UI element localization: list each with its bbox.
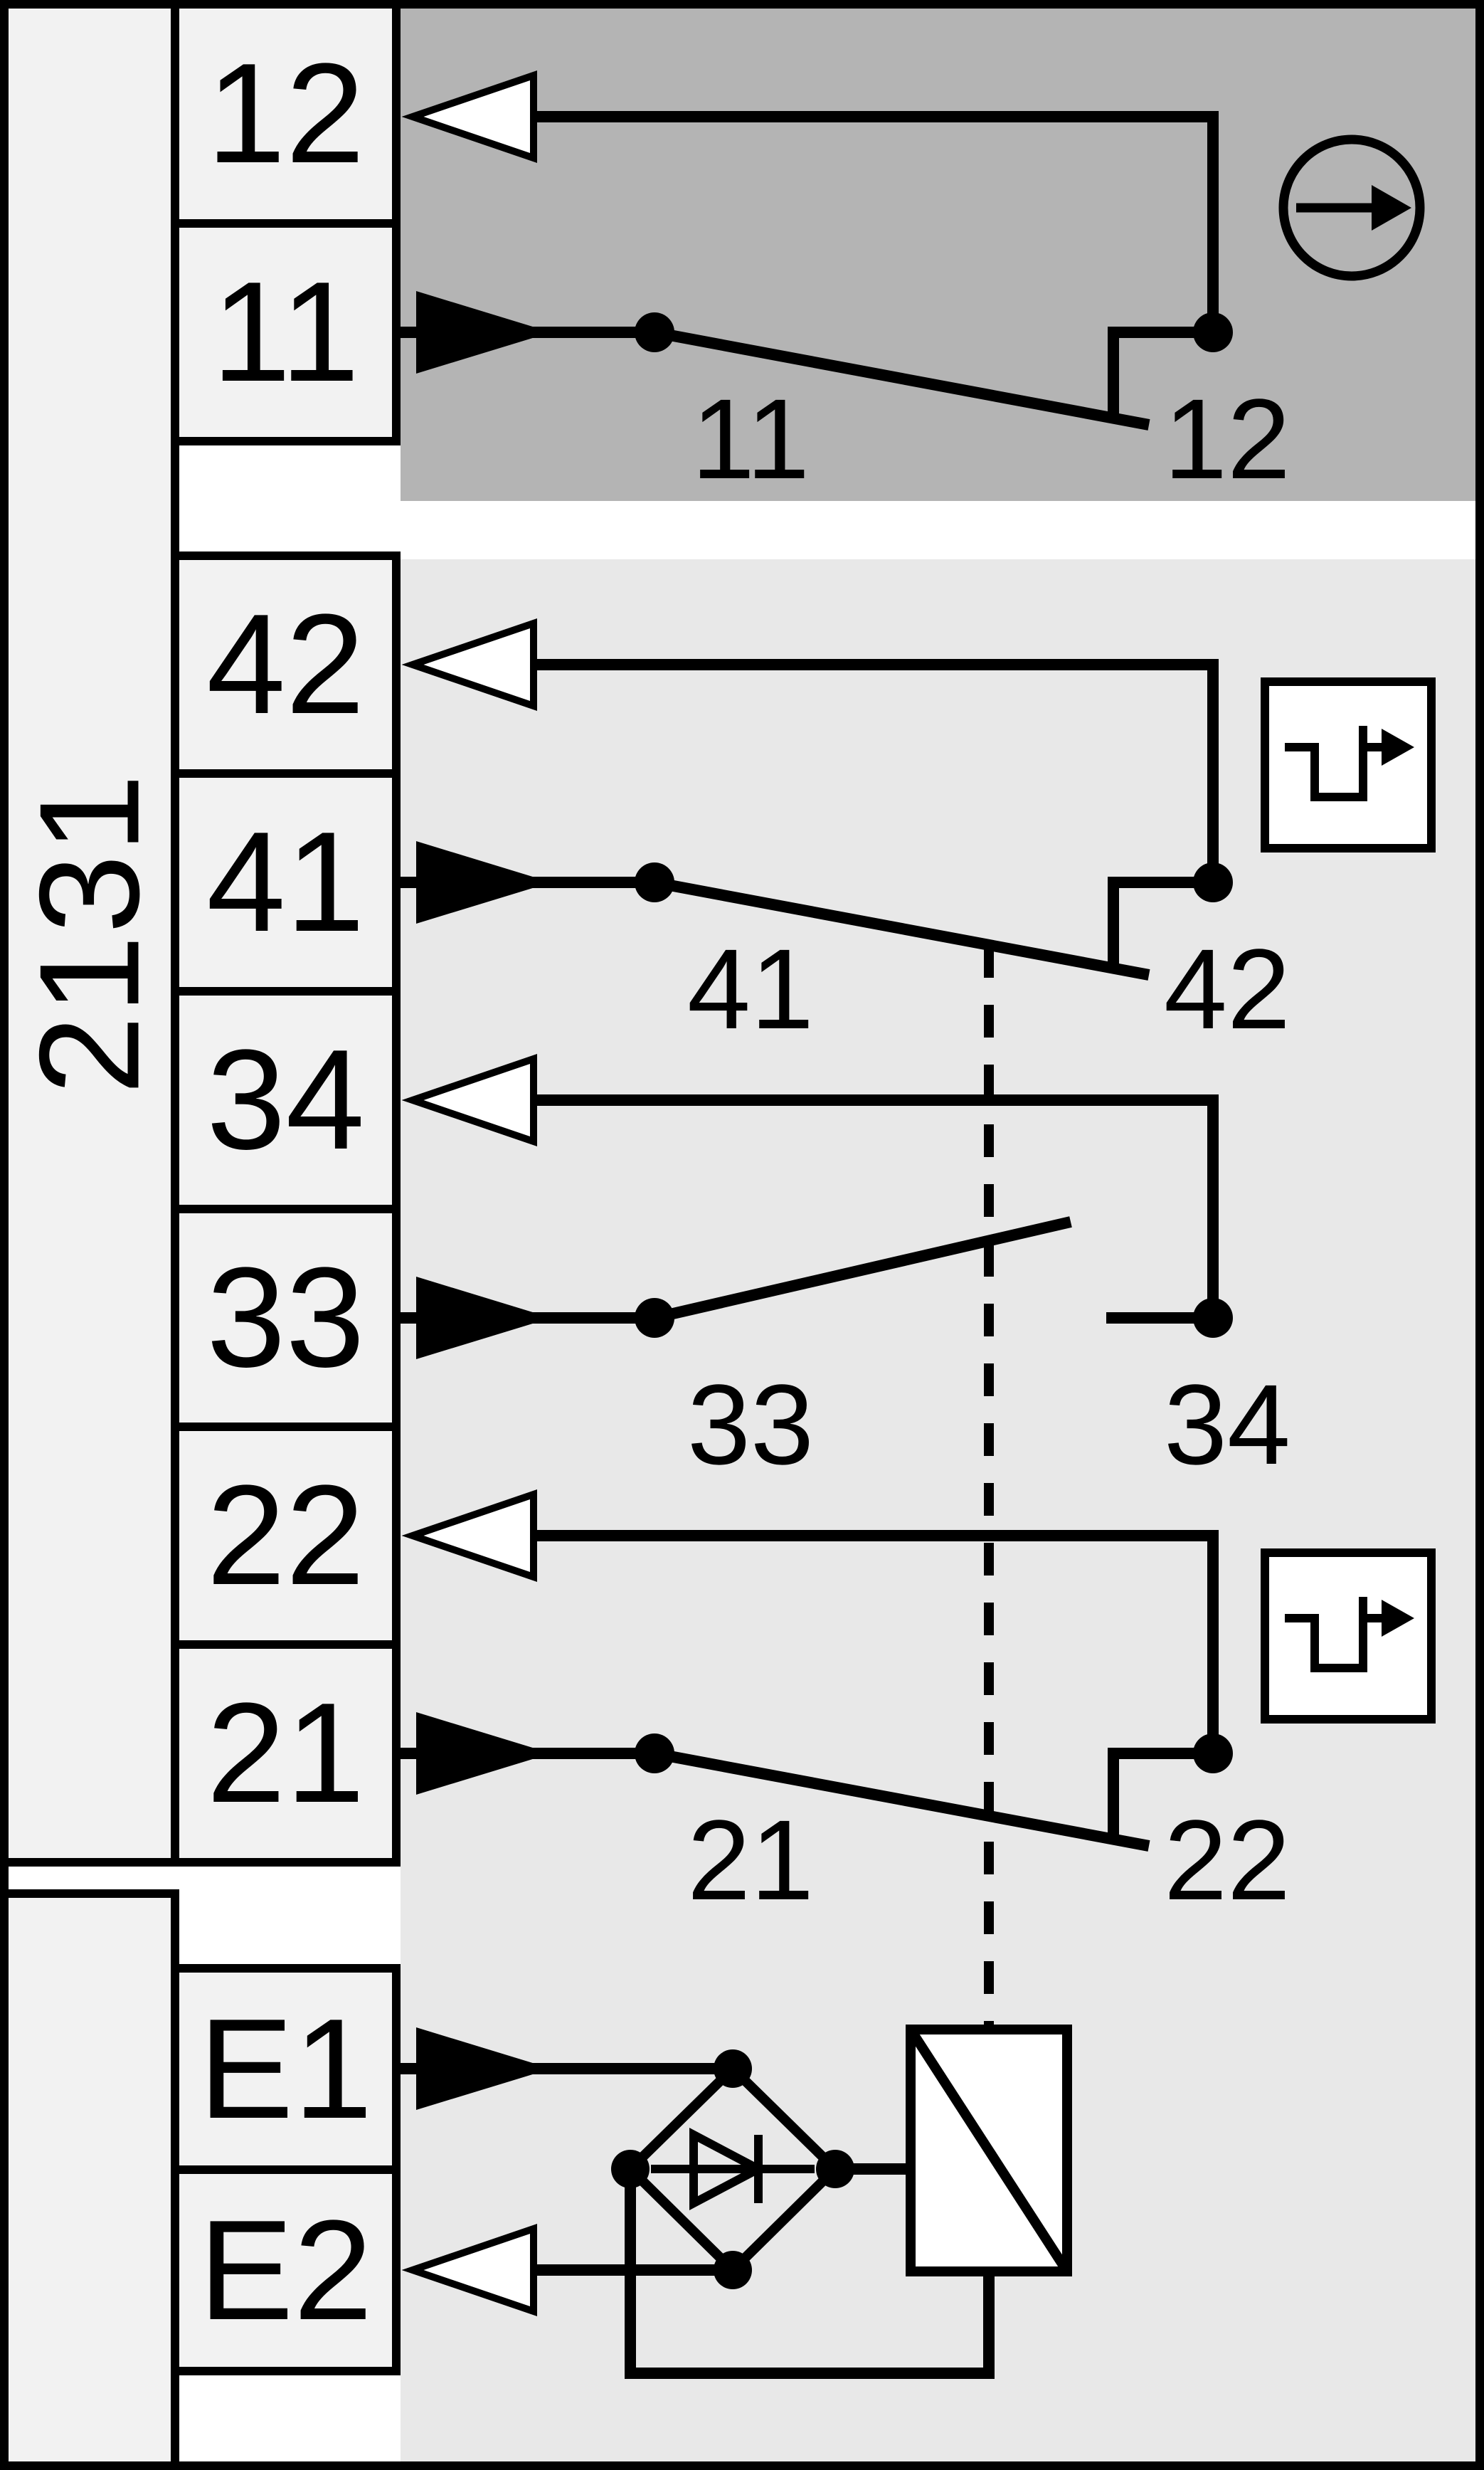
- output-arrow-icon: [401, 1489, 537, 1582]
- symbol-box: [1261, 677, 1436, 853]
- wire-42: [534, 659, 1219, 882]
- contact-41-42: 41 42: [401, 618, 1290, 1052]
- contact-point-label: 22: [1164, 1796, 1290, 1923]
- symbol-box: [1261, 1548, 1436, 1724]
- return-loop-wire: [625, 2169, 995, 2379]
- output-arrow-icon: [401, 2224, 537, 2316]
- input-arrow-icon: [416, 1277, 551, 1359]
- input-arrow-icon: [416, 841, 551, 924]
- fixed-contact-hook: [1108, 327, 1213, 421]
- contact-point-label: 33: [687, 1361, 814, 1488]
- arrow-head: [1382, 1600, 1414, 1637]
- terminal-42: 42: [171, 551, 401, 778]
- contact-dot: [1193, 312, 1233, 352]
- pulse-square-icon: [1261, 1548, 1436, 1724]
- pulse-trace: [1285, 1597, 1367, 1672]
- terminal-e1: E1: [171, 1964, 401, 2174]
- terminal-label: 33: [206, 1238, 365, 1397]
- terminal-label: E2: [198, 2190, 373, 2350]
- contact-point-label: 12: [1164, 375, 1290, 502]
- arrow-head: [1372, 185, 1411, 231]
- supply-circuit: [401, 2025, 1072, 2379]
- pulse-square-icon: [1261, 677, 1436, 853]
- terminal-label: 11: [211, 253, 360, 411]
- terminal-22: 22: [171, 1423, 401, 1649]
- output-arrow-icon: [401, 1054, 537, 1146]
- terminal-41: 41: [171, 769, 401, 996]
- rectifier-bridge-icon: [611, 2049, 854, 2289]
- contact-point-label: 41: [687, 925, 814, 1052]
- node-dot: [714, 2049, 752, 2088]
- fixed-contact-hook: [1108, 1748, 1213, 1842]
- contact-11-12: 11 12: [401, 70, 1290, 502]
- terminal-label: 12: [206, 34, 365, 193]
- contact-point-label: 34: [1164, 1361, 1290, 1488]
- terminal-11: 11: [171, 219, 401, 445]
- device-housing-upper: 2131: [0, 0, 179, 1867]
- output-arrow-icon: [401, 618, 537, 711]
- terminal-21: 21: [171, 1640, 401, 1867]
- terminal-label: 42: [206, 585, 365, 744]
- terminal-12: 12: [171, 0, 401, 228]
- input-arrow-icon: [416, 1712, 551, 1795]
- device-housing-lower: [0, 1889, 179, 2470]
- contact-33-34: 33 34: [401, 1054, 1290, 1488]
- fixed-contact-hook: [1108, 877, 1213, 971]
- coil-diagonal: [906, 2027, 1071, 2274]
- contact-dot: [1193, 862, 1233, 902]
- input-arrow-icon: [416, 2027, 551, 2110]
- terminal-33: 33: [171, 1205, 401, 1431]
- contact-point-label: 21: [687, 1796, 814, 1923]
- contact-blade: [653, 327, 1150, 431]
- wire-34: [534, 1094, 1219, 1318]
- contact-dot: [1193, 1298, 1233, 1338]
- relay-coil-icon: [906, 2025, 1072, 2276]
- input-arrow-icon: [416, 291, 551, 374]
- device-type-label: 2131: [10, 772, 169, 1094]
- output-arrow-icon: [401, 70, 537, 163]
- circle-arrow-icon: [1278, 134, 1425, 281]
- terminal-label: 22: [206, 1456, 365, 1615]
- circle: [1278, 134, 1425, 281]
- contact-blade: [653, 1748, 1150, 1852]
- contact-dot: [1193, 1733, 1233, 1773]
- terminal-label: 21: [206, 1674, 365, 1832]
- wire-22: [534, 1530, 1219, 1753]
- wire-12: [534, 111, 1219, 332]
- terminal-label: 41: [206, 803, 365, 961]
- diode-triangle: [689, 2128, 768, 2210]
- terminal-label: 34: [206, 1020, 365, 1179]
- node-dot: [714, 2251, 752, 2289]
- pulse-trace: [1285, 726, 1367, 801]
- terminal-e2: E2: [171, 2165, 401, 2375]
- arrow-head: [1382, 729, 1414, 766]
- contact-point-label: 42: [1164, 925, 1290, 1052]
- contact-21-22: 21 22: [401, 1489, 1290, 1923]
- contact-blade: [653, 1216, 1072, 1324]
- terminal-34: 34: [171, 987, 401, 1213]
- contact-point-label: 11: [691, 375, 810, 502]
- contact-blade: [653, 877, 1150, 981]
- terminal-label: E1: [198, 1989, 373, 2148]
